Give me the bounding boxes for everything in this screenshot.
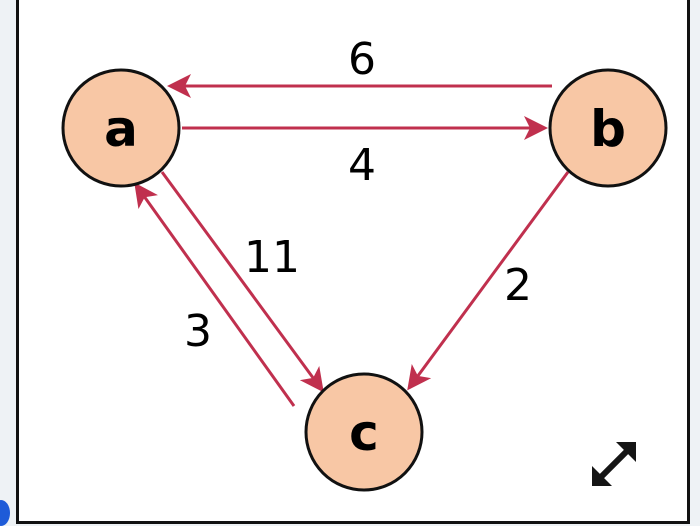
edge-c-to-a	[134, 182, 296, 407]
expand-icon[interactable]	[584, 434, 644, 494]
node-a: a	[61, 68, 181, 188]
node-b-label: b	[590, 100, 626, 158]
node-c: c	[304, 372, 424, 492]
node-a-circle	[61, 68, 181, 188]
node-b-circle	[548, 68, 668, 188]
edge-weight-b-to-a: 6	[348, 34, 376, 85]
node-b: b	[548, 68, 668, 188]
edge-weight-c-to-a: 3	[184, 306, 212, 357]
edge-weight-a-to-b: 4	[348, 140, 376, 191]
node-c-circle	[304, 372, 424, 492]
node-c-label: c	[349, 404, 379, 462]
edge-weight-a-to-c: 11	[244, 232, 300, 283]
edge-a-to-c	[160, 171, 324, 393]
edge-b-to-c	[407, 171, 570, 391]
node-a-label: a	[104, 100, 138, 158]
edge-weight-b-to-c: 2	[504, 260, 532, 311]
scroll-indicator	[0, 500, 10, 526]
